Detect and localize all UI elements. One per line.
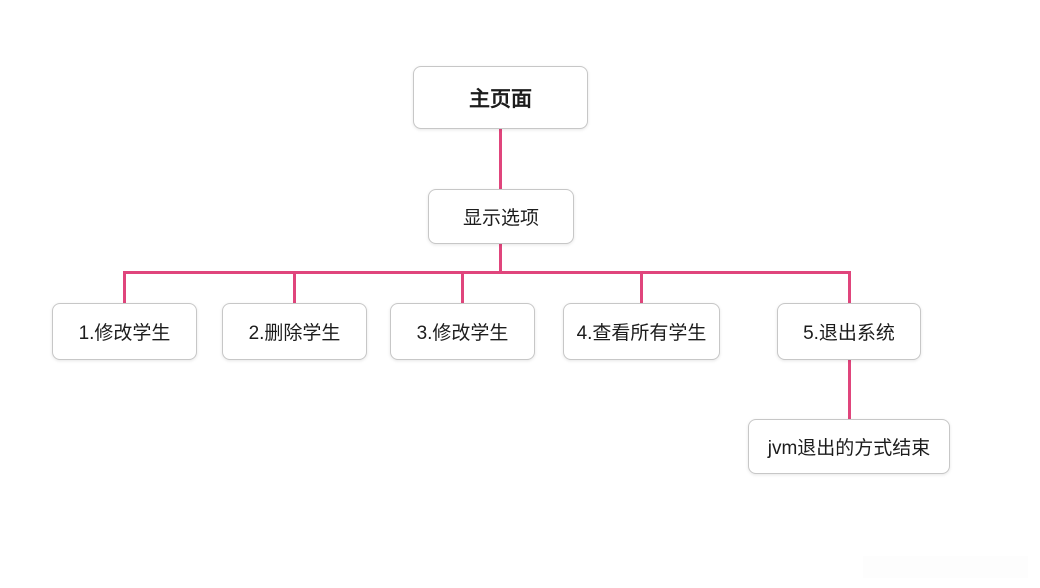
edge-bus-to-child-2 xyxy=(293,271,296,303)
node-main-page: 主页面 xyxy=(413,66,588,129)
node-option-3-label: 3.修改学生 xyxy=(416,323,509,344)
edge-exit-to-jvm xyxy=(848,360,851,419)
node-option-3-modify-student: 3.修改学生 xyxy=(390,303,535,360)
node-option-4-label: 4.查看所有学生 xyxy=(576,323,707,344)
edge-bus-to-child-5 xyxy=(848,271,851,303)
node-jvm-exit: jvm退出的方式结束 xyxy=(748,419,950,474)
edge-bus-to-child-4 xyxy=(640,271,643,303)
node-display-options-label: 显示选项 xyxy=(462,208,539,229)
node-option-5-exit-system: 5.退出系统 xyxy=(777,303,921,360)
node-option-4-view-all-students: 4.查看所有学生 xyxy=(563,303,720,360)
node-display-options: 显示选项 xyxy=(428,189,574,244)
node-option-2-label: 2.删除学生 xyxy=(248,323,341,344)
edge-bus-to-child-3 xyxy=(461,271,464,303)
node-option-5-label: 5.退出系统 xyxy=(803,323,895,344)
node-option-1-label: 1.修改学生 xyxy=(78,323,171,344)
node-jvm-exit-label: jvm退出的方式结束 xyxy=(767,438,931,459)
edge-branch-bus xyxy=(123,271,851,274)
node-main-page-label: 主页面 xyxy=(469,87,532,111)
edge-options-to-bus xyxy=(499,244,502,274)
node-option-2-delete-student: 2.删除学生 xyxy=(222,303,367,360)
watermark-area xyxy=(863,556,1028,578)
node-option-1-modify-student: 1.修改学生 xyxy=(52,303,197,360)
edge-bus-to-child-1 xyxy=(123,271,126,303)
edge-root-to-options xyxy=(499,129,502,189)
